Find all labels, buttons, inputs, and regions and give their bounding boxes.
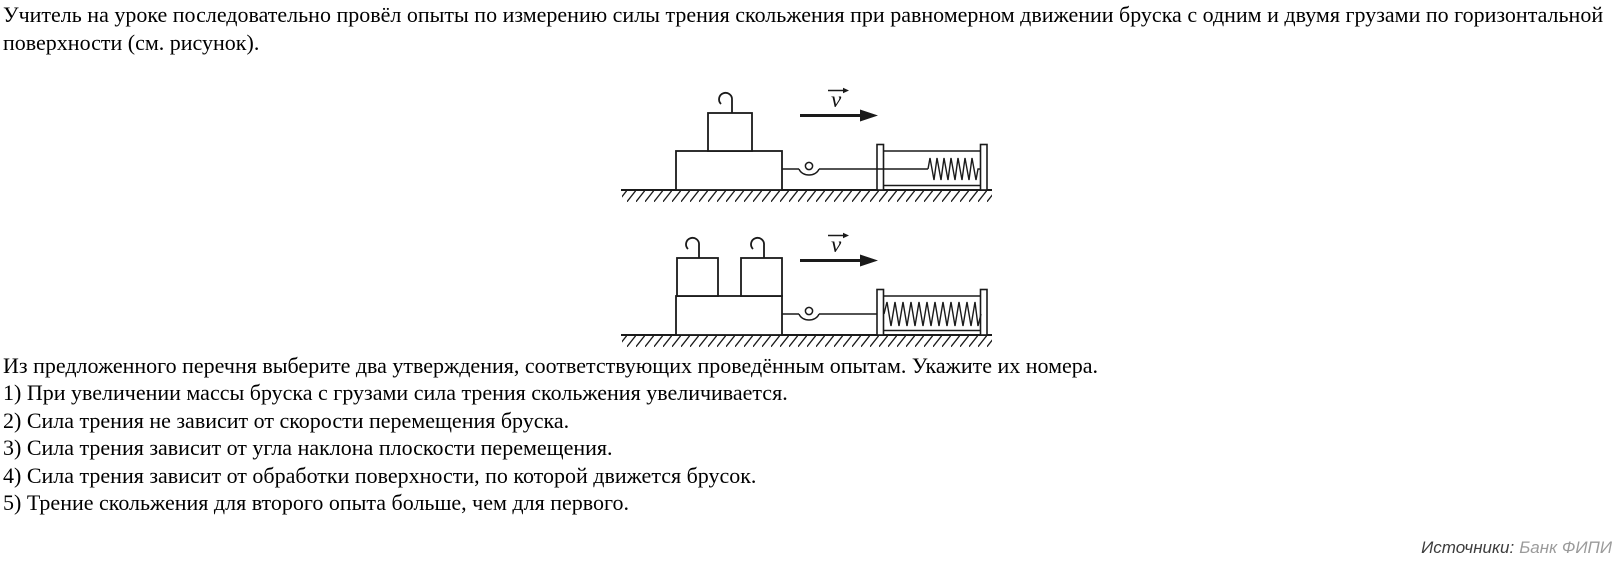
question-text: Из предложенного перечня выберите два ут… <box>3 353 1099 378</box>
weight-1 <box>676 236 719 297</box>
option-5: 5) Трение скольжения для второго опыта б… <box>3 490 629 516</box>
experiment-figures: v <box>600 85 1000 350</box>
block <box>675 295 783 336</box>
figure-experiment-1: v <box>621 87 992 203</box>
option-3: 3) Сила трения зависит от угла наклона п… <box>3 435 613 461</box>
weight-hook-icon <box>718 91 733 113</box>
weight-hook-icon <box>750 236 765 258</box>
option-1: 1) При увеличении массы бруска с грузами… <box>3 380 788 406</box>
spring <box>883 301 982 327</box>
sources-line: Источники:Банк ФИПИ <box>1421 538 1612 558</box>
ground-hatching <box>622 335 992 348</box>
velocity-label: v <box>831 87 842 112</box>
velocity-label: v <box>831 232 842 257</box>
dynamometer <box>876 288 988 336</box>
option-4: 4) Сила трения зависит от обработки пове… <box>3 462 757 488</box>
rope <box>782 161 928 176</box>
source-link[interactable]: Банк ФИПИ <box>1519 538 1612 557</box>
velocity-vector: v <box>800 232 878 267</box>
velocity-vector: v <box>800 87 878 122</box>
rope <box>782 306 877 321</box>
weight-1 <box>707 91 753 152</box>
sources-label: Источники: <box>1421 538 1515 557</box>
option-2: 2) Сила трения не зависит от скорости пе… <box>3 407 570 433</box>
ground-hatching <box>622 190 992 203</box>
problem-intro: Учитель на уроке последовательно провёл … <box>3 2 1604 55</box>
weight-hook-icon <box>685 236 700 258</box>
block <box>675 150 783 191</box>
dynamometer <box>876 143 988 191</box>
weight-2 <box>740 236 783 297</box>
spring <box>927 157 981 181</box>
figure-experiment-2: v <box>621 232 992 348</box>
question-block: Из предложенного перечня выберите два ут… <box>3 352 1612 516</box>
